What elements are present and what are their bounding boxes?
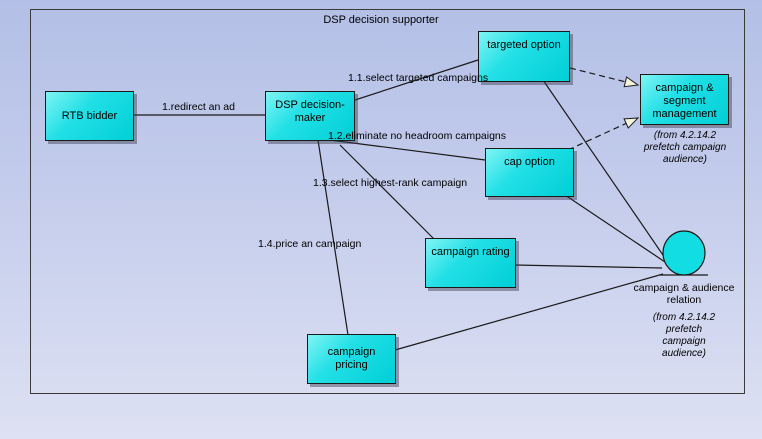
- edge-targeted-relation: [542, 79, 666, 259]
- message-select-highest-rank: 1.3.select highest-rank campaign: [313, 177, 468, 189]
- edge-dsp-targeted: [354, 59, 479, 101]
- edge-dsp-pricing: [317, 139, 349, 336]
- edge-pricing-relation: [394, 273, 664, 351]
- node-targeted-option[interactable]: targeted option: [478, 31, 570, 82]
- message-select-targeted: 1.1.select targeted campaigns: [348, 72, 489, 84]
- note-relation-source: (from 4.2.14.2 prefetch campaign audienc…: [652, 312, 716, 359]
- edge-cap-relation: [564, 194, 666, 263]
- node-campaign-segment-management[interactable]: campaign & segment management: [640, 74, 729, 125]
- node-campaign-rating[interactable]: campaign rating: [425, 238, 516, 288]
- node-rtb-bidder[interactable]: RTB bidder: [45, 91, 134, 141]
- relation-label[interactable]: campaign & audience relation: [633, 282, 735, 306]
- diagram-title: DSP decision supporter: [323, 14, 439, 26]
- note-segment-source: (from 4.2.14.2 prefetch campaign audienc…: [643, 130, 727, 165]
- edge-dsp-cap: [329, 139, 486, 161]
- message-price-campaign: 1.4.price an campaign: [258, 238, 362, 250]
- dependency-cap-segment: [567, 117, 640, 151]
- edge-rating-relation: [514, 264, 663, 269]
- node-cap-option[interactable]: cap option: [485, 148, 574, 197]
- node-campaign-pricing[interactable]: campaign pricing: [307, 334, 396, 384]
- dependency-targeted-segment: [569, 67, 640, 88]
- diagram-frame: [30, 9, 745, 394]
- message-redirect-ad: 1.redirect an ad: [162, 101, 235, 113]
- message-eliminate-headroom: 1.2.eliminate no headroom campaigns: [328, 130, 507, 142]
- edge-dsp-rating: [339, 144, 436, 241]
- relation-entity-icon: [662, 230, 706, 276]
- node-dsp-decision-maker[interactable]: DSP decision-maker: [265, 91, 355, 141]
